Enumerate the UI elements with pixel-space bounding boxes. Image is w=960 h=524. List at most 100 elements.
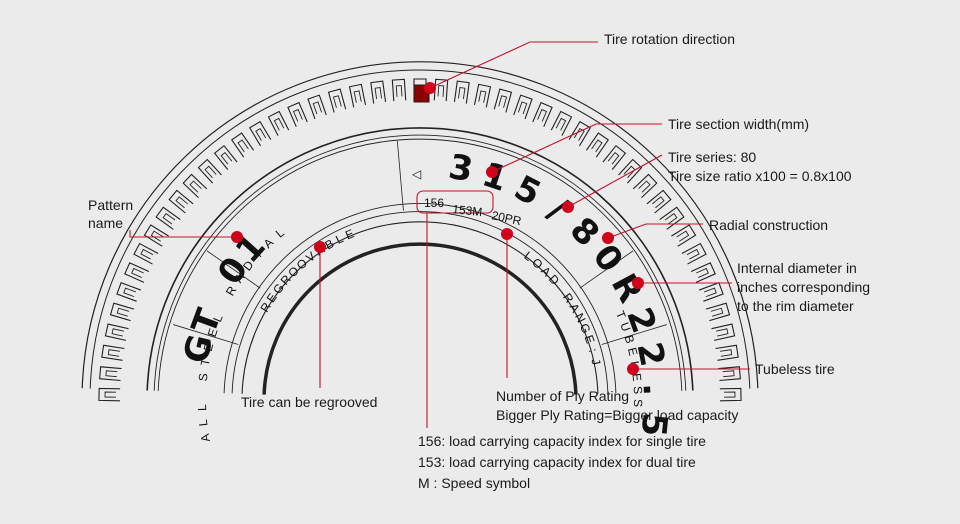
tread-block [99, 366, 122, 382]
tread-block [585, 132, 610, 158]
sidewall-ring-8 [262, 242, 578, 395]
size-char-9: . [635, 382, 676, 397]
tread-block [109, 302, 135, 322]
tread-block [646, 189, 672, 214]
sidewall-ring-2 [146, 127, 694, 391]
dot-series [562, 201, 574, 213]
callout-ply-2: Bigger Ply Rating=Bigger load capacity [496, 407, 738, 423]
svg-text:S: S [631, 399, 645, 407]
tread-block [348, 83, 367, 108]
callout-section-width: Tire section width(mm) [668, 116, 809, 132]
tread-block [493, 88, 513, 113]
tread-block [681, 242, 707, 265]
callout-radial: Radial construction [709, 217, 828, 233]
callout-diameter-2: inches corresponding [737, 279, 870, 295]
svg-text:G: G [577, 321, 594, 335]
dot-ply [501, 228, 513, 240]
tread-block [705, 302, 731, 322]
tread-block [230, 132, 255, 158]
callout-rotation: Tire rotation direction [604, 31, 735, 47]
dot-pattern [231, 231, 243, 243]
callout-load-1: 156: load carrying capacity index for si… [418, 433, 706, 449]
size-char-0: 3 [446, 147, 476, 191]
svg-text:E: E [625, 346, 640, 357]
tread-block [550, 110, 573, 136]
callout-series-2: Tire size ratio x100 = 0.8x100 [668, 168, 852, 184]
dot-tubeless [627, 363, 639, 375]
sidewall-divider-2 [579, 250, 634, 289]
load-index-dual: 153M [452, 202, 483, 219]
sidewall-ring-6 [231, 211, 609, 394]
tread-block [98, 387, 121, 402]
tread-block [370, 80, 387, 104]
svg-text:L: L [195, 404, 209, 411]
load-index-single: 156 [424, 196, 444, 210]
tread-block [267, 110, 290, 136]
sidewall-divider-3 [173, 324, 239, 345]
sidewall-ring-5 [223, 203, 617, 394]
tread-block [307, 94, 327, 120]
tread-block [213, 144, 238, 170]
callout-regroove: Tire can be regrooved [241, 394, 377, 410]
dot-diameter [632, 277, 644, 289]
svg-text:E: E [205, 327, 221, 339]
size-char-4: 8 [562, 210, 607, 255]
callout-pattern-2: name [88, 215, 123, 231]
svg-text:J: J [588, 357, 603, 366]
sidewall-divider-4 [601, 324, 667, 345]
size-char-10: 5 [633, 411, 675, 439]
tread-block [197, 158, 222, 184]
svg-text:L: L [196, 418, 211, 426]
tread-block [659, 206, 685, 230]
svg-text:E: E [201, 342, 217, 353]
dot-regroove [314, 241, 326, 253]
tread-block [453, 80, 470, 104]
tread-block [618, 158, 643, 184]
tread-block [568, 120, 592, 147]
tread-block [168, 189, 194, 214]
tread-block [182, 173, 208, 198]
callout-diameter-1: Internal diameter in [737, 260, 857, 276]
callout-tubeless: Tubeless tire [755, 361, 835, 377]
size-char-2: 5 [508, 168, 547, 214]
svg-text:T: T [198, 357, 213, 367]
tread-block [513, 94, 533, 120]
tread-block [124, 262, 150, 283]
size-char-6: R [603, 267, 651, 309]
load-index-box [416, 190, 494, 214]
svg-text:S: S [196, 372, 211, 381]
tread-block [690, 262, 716, 283]
tread-block [632, 173, 658, 198]
svg-text:B: B [622, 333, 638, 345]
tread-block [287, 101, 308, 127]
sidewall-ring-4 [157, 138, 683, 391]
size-char-1: 1 [477, 155, 512, 200]
callout-ply-1: Number of Ply Rating [496, 388, 629, 404]
tread-block [327, 88, 347, 113]
tread-block [391, 78, 407, 102]
tread-block [715, 344, 739, 361]
tread-block [699, 282, 724, 302]
leader-lines [129, 41, 750, 428]
callout-load-2: 153: load carrying capacity index for du… [418, 454, 696, 470]
svg-text:I: I [252, 248, 265, 260]
tread-block [719, 387, 742, 402]
tread-block [133, 242, 159, 265]
tread-block [143, 224, 169, 247]
dot-radial [602, 232, 614, 244]
svg-text:A: A [198, 433, 213, 443]
sidewall-divider-1 [206, 250, 261, 289]
callout-series-1: Tire series: 80 [668, 149, 756, 165]
svg-text:L: L [210, 312, 226, 324]
callout-dots [231, 82, 644, 375]
tread-block [602, 144, 627, 170]
tread-block [473, 83, 492, 108]
ply-rating-text: 20PR [490, 208, 523, 228]
svg-text:E: E [629, 372, 644, 381]
tread-block [532, 101, 553, 127]
svg-text:S: S [631, 386, 645, 395]
svg-text:L: L [273, 225, 287, 240]
callout-load-3: M : Speed symbol [418, 475, 530, 491]
size-char-7: 2 [618, 302, 664, 338]
